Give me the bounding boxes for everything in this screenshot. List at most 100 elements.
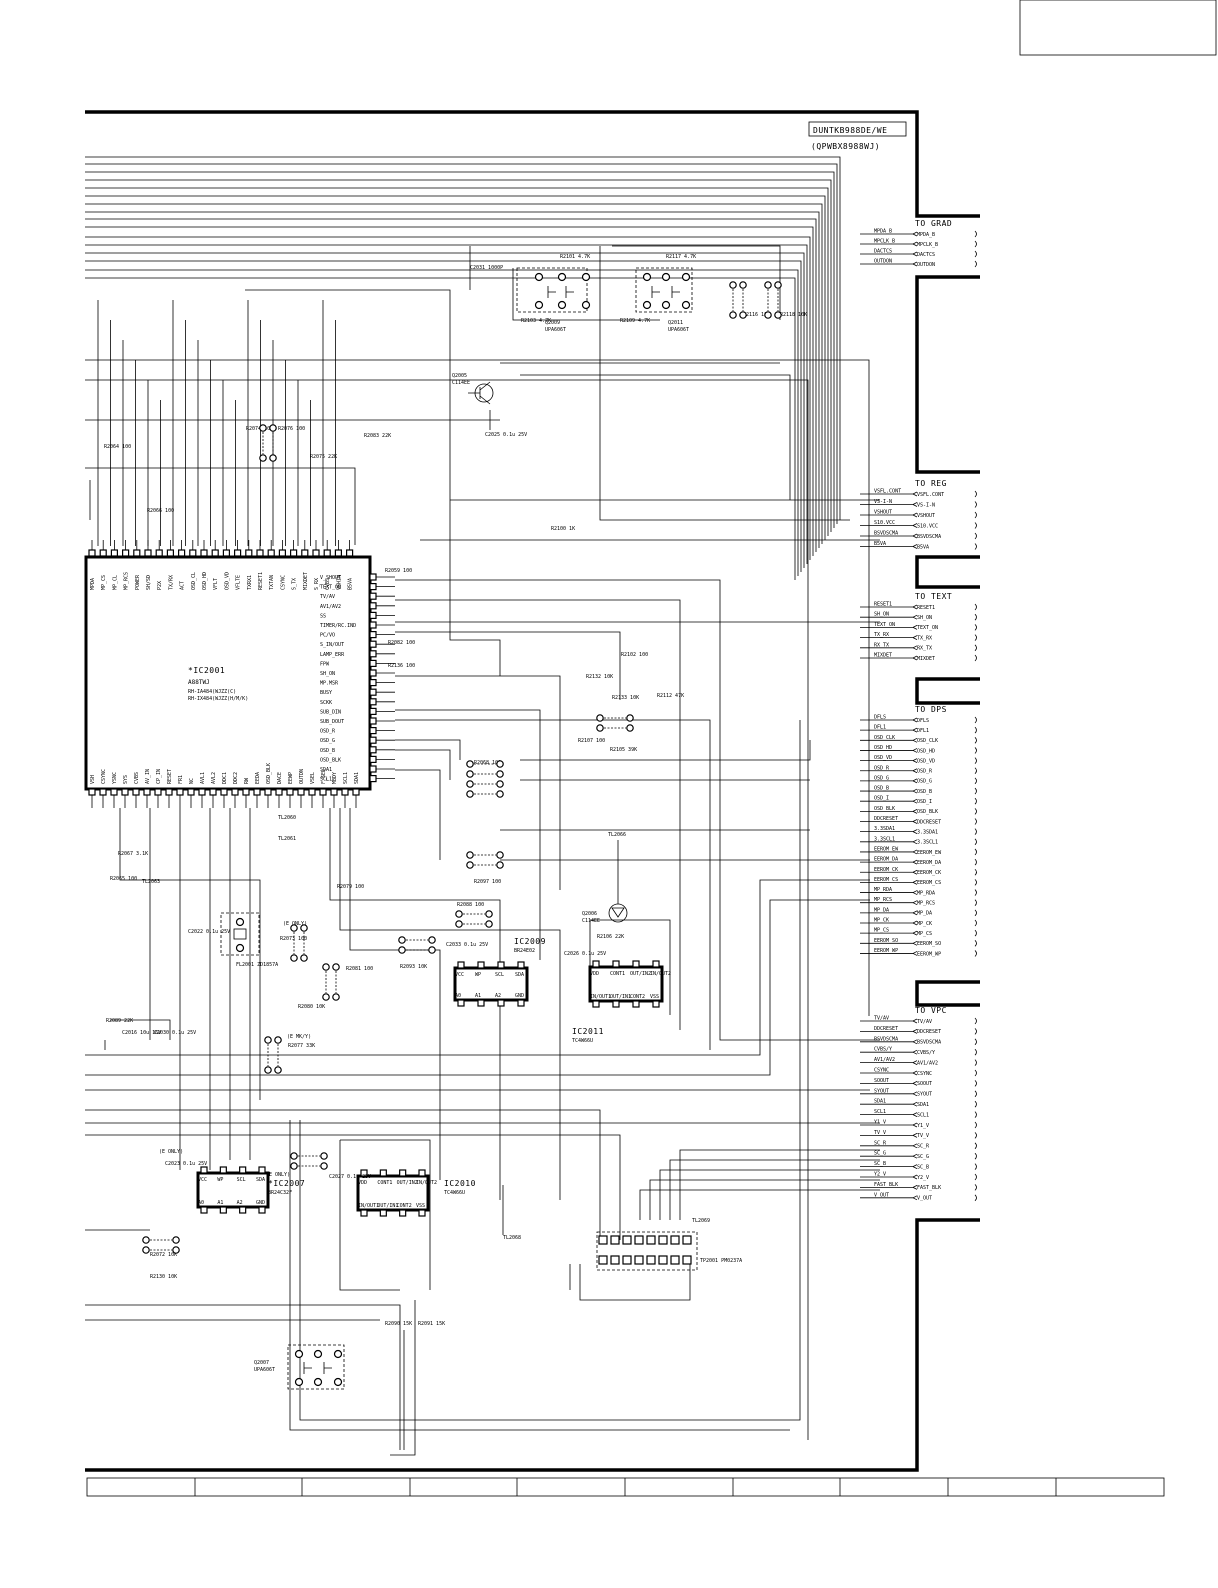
connector-pin-in: DACTCS <box>874 249 892 255</box>
ic2001-bottom-pin: DACE <box>277 772 283 784</box>
connector-pin-label: EEROM_WP <box>917 951 941 957</box>
ic-top-pin: OUT/IN2 <box>630 971 651 977</box>
connector-pin-in: MPCLK_B <box>874 239 895 245</box>
ic2001-body <box>84 555 372 791</box>
connector-pin-label: OSD_I <box>917 799 932 805</box>
ic2007-body <box>196 1171 270 1209</box>
ic2001-top-pin: S_RX <box>314 578 320 590</box>
lbl-r2089: R2089 22K <box>106 1018 133 1024</box>
wire <box>395 599 681 1030</box>
connector-pin-in: TV_V <box>874 1130 886 1136</box>
ic2001-right-pin: LAMP_ERR <box>320 652 345 658</box>
wire <box>85 899 870 1076</box>
connector-pin-in: SCL1 <box>874 1109 886 1115</box>
lbl-r2103: R2103 4.7K <box>521 318 551 324</box>
wire <box>85 879 870 1056</box>
ic2007-part: BR24C32F <box>268 1190 292 1196</box>
connector-pin-label: SOOUT <box>917 1081 932 1087</box>
connector-pin-label: BSVDSCMA <box>917 1040 941 1046</box>
ic2001-top-pin: OSD_VD <box>224 572 230 590</box>
wire <box>289 1120 790 1431</box>
ic-top-pin: VCC <box>455 972 464 978</box>
connector-pin-in: BSVDSCMA <box>874 1036 898 1042</box>
connector-pin-label: VSFL.CONT <box>917 492 944 498</box>
ic-bottom-pin: A2 <box>237 1200 243 1206</box>
lbl-r2064: R2064 100 <box>104 444 131 450</box>
resistor-pack <box>466 851 504 869</box>
lbl-r2072: R2072 10K <box>150 1252 177 1258</box>
connector-pin-in: OSD_VD <box>874 755 892 761</box>
connector-pin-label: 3.3SDA1 <box>917 829 938 835</box>
wire <box>395 749 451 780</box>
connector-pin-label: OSD_CLK <box>917 738 938 744</box>
ic2001-bottom-pin: SDA1 <box>354 772 360 784</box>
connector-pin-in: MP_DA <box>874 907 889 913</box>
q2006: Q2006 C114EE <box>582 864 628 924</box>
ic2011-body <box>588 965 664 1003</box>
ic2001-right-pin: SCL1 <box>320 777 332 783</box>
ic2001-top-pin: MIXDET <box>303 572 309 590</box>
lbl-tl2060: TL2060 <box>278 815 296 821</box>
ic-bottom-pin: A2 <box>495 993 501 999</box>
connector-title: TO DPS <box>915 705 947 714</box>
ic2009-part: BR24E02 <box>514 948 535 954</box>
ic-top-pin: WP <box>217 1177 223 1183</box>
ic2001-bottom-pin: DDC2 <box>233 772 239 784</box>
ic2001-bottom-pin: RW <box>244 777 250 784</box>
ic-top-pin: SDA <box>515 972 524 978</box>
ic2001-bottom-pin: F_SEL <box>321 769 327 784</box>
connector-pin-label: AV1/AV2 <box>917 1060 938 1066</box>
connector-pin-in: CVBS/Y <box>874 1047 892 1053</box>
connector-pin-label: MP_DA <box>917 911 932 917</box>
connector-pin-label: SYOUT <box>917 1092 932 1098</box>
connector-title: TO VPC <box>915 1006 947 1015</box>
ic-bottom-pin: A1 <box>217 1200 223 1206</box>
resistor-pack <box>729 281 747 319</box>
connector-pin-in: SYOUT <box>874 1088 889 1094</box>
resistor-pack <box>290 924 308 962</box>
connector-pin-label: MP_CS <box>917 931 932 937</box>
connector-pin-in: EEROM_DA <box>874 857 898 863</box>
wire <box>85 260 802 572</box>
wire <box>339 808 561 1200</box>
ic-top-pin: VDD <box>590 971 599 977</box>
wire <box>659 1169 880 1220</box>
wire <box>85 244 808 564</box>
ic2007-ref: *IC2007 <box>268 1179 305 1188</box>
ic2001-right-pin: OSD_B <box>320 748 335 754</box>
ic2001-right-pin: OSD_R <box>320 729 336 735</box>
ic-top-pin: SCL <box>495 972 504 978</box>
ic-top-pin: VDD <box>358 1180 367 1186</box>
lbl-r2075: R2075 22K <box>310 454 337 460</box>
component-labels: C2031 1000P R2101 4.7K R2103 4.7K R2117 … <box>104 254 807 1327</box>
ic2001-right-pin: TEXT_ON <box>320 585 341 591</box>
wire <box>349 808 441 1180</box>
ic2001-top-pin: B5VA <box>348 578 354 590</box>
q2006-part: C114EE <box>582 918 600 924</box>
ic2001-right-pin: TV/AV <box>320 594 335 600</box>
lbl-r2117: R2117 4.7K <box>666 254 696 260</box>
lbl-eonly3: (E ONLY) <box>266 1172 290 1178</box>
ic2001-part: A88TWJ <box>188 679 210 686</box>
ic-bottom-pin: GND <box>515 993 524 999</box>
connector-pin-in: EEROM_CS <box>874 877 898 883</box>
connector-pin-in: OSD_CLK <box>874 735 895 741</box>
resistor-networks <box>142 281 782 1254</box>
connector-pin-in: EEROM_CK <box>874 867 898 873</box>
lbl-r2109: R2109 4.7K <box>620 318 650 324</box>
connector-title: TO TEXT <box>915 592 952 601</box>
wire <box>245 289 501 676</box>
wire <box>85 269 799 576</box>
lbl-c2025: C2025 0.1u 25V <box>485 432 527 438</box>
ic2001-top-pin: OSD_HD <box>202 572 208 590</box>
connector-pin-label: SCL1 <box>917 1112 929 1118</box>
lbl-c2022: C2022 0.1u 25V <box>188 929 230 935</box>
ic2010-ref: IC2010 <box>444 1179 476 1188</box>
wire <box>85 252 805 568</box>
resistor-pack <box>322 963 340 1001</box>
wire <box>85 277 796 580</box>
ic-top-pin: IN/OUT2 <box>650 971 671 977</box>
